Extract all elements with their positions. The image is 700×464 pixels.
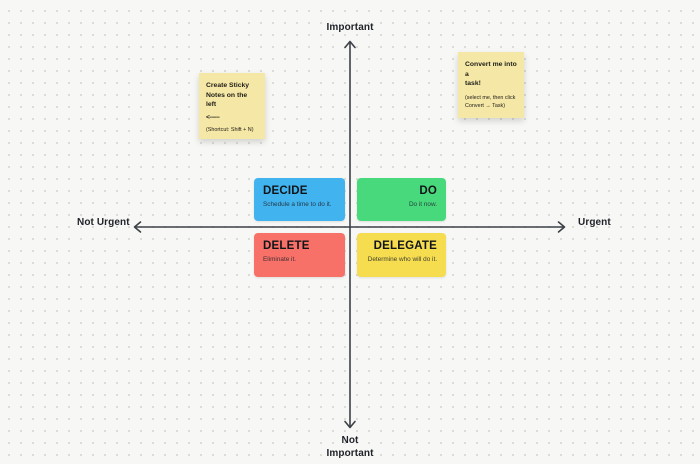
sticky-note-create-title: Create Sticky Notes on the left (206, 82, 250, 108)
sticky-note-convert[interactable]: Convert me into a task! (select me, then… (458, 52, 524, 118)
sticky-note-convert-title: Convert me into a task! (465, 61, 517, 87)
quadrant-decide-subtitle: Schedule a time to do it. (263, 201, 332, 208)
axis-label-urgent[interactable]: Urgent (578, 217, 611, 228)
arrowhead-left-icon (133, 221, 142, 233)
quadrant-delete-subtitle: Eliminate it. (263, 256, 297, 263)
quadrant-delegate-title: DELEGATE (373, 240, 437, 252)
axis-label-not-important-line1: Not (341, 435, 359, 446)
quadrant-do[interactable]: DO Do it now. (357, 178, 446, 221)
axis-label-not-important[interactable]: Not Important (326, 434, 373, 460)
quadrant-delete[interactable]: DELETE Eliminate it. (254, 233, 345, 277)
sticky-note-create-arrow-text: <------ (206, 113, 220, 121)
sticky-note-create-shortcut: (Shortcut: Shift + N) (206, 126, 254, 133)
arrowhead-right-icon (557, 221, 566, 233)
arrowhead-up-icon (344, 40, 356, 49)
quadrant-do-title: DO (419, 185, 437, 197)
quadrant-decide-title: DECIDE (263, 185, 308, 197)
axis-label-not-urgent[interactable]: Not Urgent (77, 217, 130, 228)
axis-label-important[interactable]: Important (326, 22, 374, 33)
axis-label-not-important-line2: Important (326, 448, 374, 459)
quadrant-decide[interactable]: DECIDE Schedule a time to do it. (254, 178, 345, 221)
arrowhead-down-icon (344, 420, 356, 429)
sticky-note-convert-hint: (select me, then click Convert → Task) (465, 94, 516, 109)
quadrant-delete-title: DELETE (263, 240, 310, 252)
sticky-note-create[interactable]: Create Sticky Notes on the left <------ … (199, 73, 265, 139)
quadrant-delegate[interactable]: DELEGATE Determine who will do it. (357, 233, 446, 277)
quadrant-do-subtitle: Do it now. (408, 201, 437, 208)
quadrant-delegate-subtitle: Determine who will do it. (367, 256, 437, 263)
